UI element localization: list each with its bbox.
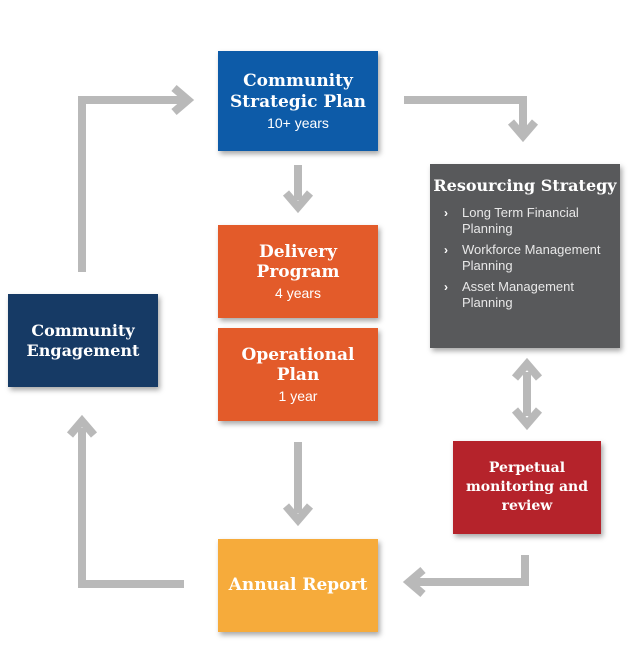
resourcing-item-label: Workforce Management Planning (462, 242, 601, 274)
resourcing-strategy-title: Resourcing Strategy (433, 176, 617, 195)
perpetual-monitoring-title: Perpetual monitoring and review (465, 460, 589, 514)
arrowhead-operational-to-annual-report (282, 503, 314, 527)
resourcing-item-label: Long Term Financial Planning (462, 205, 579, 237)
arrow-annual-report-to-engagement (78, 428, 184, 588)
community-engagement-box: Community Engagement (8, 294, 158, 387)
arrowhead-monitoring-to-annual-report (402, 566, 426, 598)
operational-plan-subtitle: 1 year (278, 388, 318, 405)
resourcing-strategy-box: Resourcing Strategy › Long Term Financia… (430, 164, 620, 348)
delivery-program-subtitle: 4 years (275, 285, 321, 302)
operational-plan-box: Operational Plan 1 year (218, 328, 378, 421)
arrowhead-up-resourcing (511, 357, 543, 381)
arrowhead-engagement-to-strategic-plan (171, 84, 195, 116)
chevron-right-icon: › (444, 280, 448, 295)
arrowhead-strategic-plan-to-resourcing (507, 119, 539, 143)
community-strategic-plan-subtitle: 10+ years (267, 114, 329, 131)
resourcing-item-label: Asset Management Planning (462, 279, 575, 311)
arrow-engagement-to-strategic-plan (78, 96, 185, 272)
arrowhead-annual-report-to-engagement (66, 414, 98, 438)
resourcing-list-item: › Asset Management Planning (444, 279, 620, 311)
annual-report-box: Annual Report (218, 539, 378, 632)
operational-plan-title: Operational Plan (241, 344, 355, 385)
community-engagement-title: Community Engagement (26, 321, 140, 360)
arrowhead-down-monitoring (511, 407, 543, 431)
chevron-right-icon: › (444, 206, 448, 221)
delivery-program-title: Delivery Program (256, 241, 340, 282)
annual-report-title: Annual Report (228, 575, 368, 596)
arrow-monitoring-to-annual-report (412, 555, 529, 586)
community-strategic-plan-title: Community Strategic Plan (230, 71, 366, 112)
arrowhead-strategic-plan-to-delivery (282, 190, 314, 214)
delivery-program-box: Delivery Program 4 years (218, 225, 378, 318)
chevron-right-icon: › (444, 243, 448, 258)
perpetual-monitoring-box: Perpetual monitoring and review (453, 441, 601, 534)
arrow-strategic-plan-to-resourcing (404, 96, 527, 130)
resourcing-strategy-list: › Long Term Financial Planning › Workfor… (430, 205, 620, 316)
resourcing-list-item: › Workforce Management Planning (444, 242, 620, 274)
community-strategic-plan-box: Community Strategic Plan 10+ years (218, 51, 378, 151)
resourcing-list-item: › Long Term Financial Planning (444, 205, 620, 237)
